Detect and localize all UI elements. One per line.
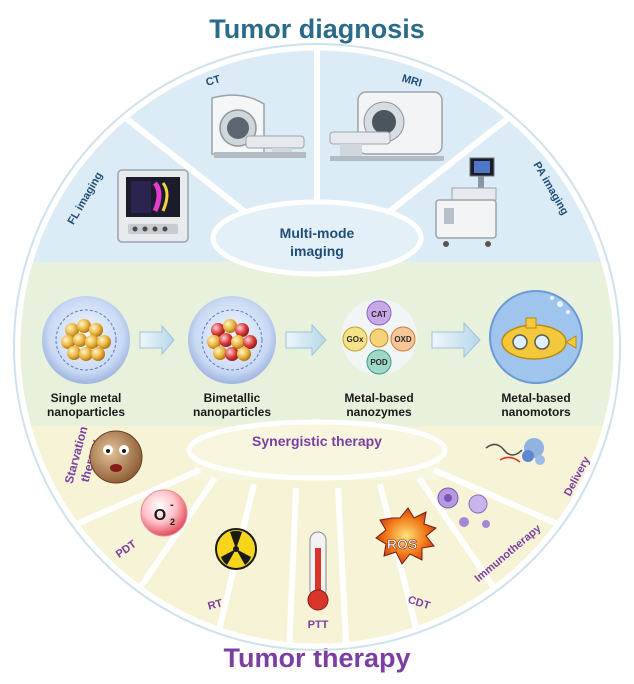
pod-node <box>366 349 392 375</box>
stage-3-label-line1: Metal-based <box>344 391 413 405</box>
diagnosis-dividers <box>116 48 518 225</box>
mri-label: MRI <box>400 73 423 90</box>
radiation-icon <box>215 528 257 570</box>
tumor-diagnosis-title: Tumor diagnosis <box>209 14 425 44</box>
stage-3-label-line2: nanozymes <box>346 405 412 419</box>
multi-mode-label: Multi-mode <box>280 225 355 241</box>
o2-subscript: 2 <box>170 517 175 527</box>
stage-4-label-line1: Metal-based <box>501 391 570 405</box>
single-metal-nanoparticle-icon <box>42 296 130 384</box>
oxd-label: OXD <box>394 335 412 344</box>
delivery-icon <box>485 438 545 465</box>
immune-cells-icon <box>437 487 490 528</box>
oxd-node <box>390 326 416 352</box>
stage-4-label-line2: nanomotors <box>501 405 571 419</box>
ct-label: CT <box>204 73 222 89</box>
multi-mode-hub <box>210 199 424 277</box>
superoxide-icon: O 2 - <box>140 489 188 537</box>
mri-scanner-icon <box>329 91 444 161</box>
gox-label: GOx <box>347 335 364 344</box>
rt-label: RT <box>207 597 225 612</box>
ros-label: ROS <box>387 536 417 552</box>
cat-node <box>366 300 392 326</box>
cat-label: CAT <box>371 310 387 319</box>
bimetallic-nanoparticle-icon <box>188 296 276 384</box>
stage-1-label-line1: Single metal <box>51 391 122 405</box>
fl-imaging-device-icon <box>117 169 189 243</box>
stage-2-label-line2: nanoparticles <box>193 405 271 419</box>
nanomotor-icon <box>489 290 583 384</box>
ct-scanner-icon <box>211 94 306 158</box>
ros-explosion-icon: ROS <box>375 507 438 565</box>
ptt-label: PTT <box>308 619 329 631</box>
o2-symbol: O <box>154 507 166 524</box>
o2-charge: - <box>170 499 174 511</box>
stage-2-label-line1: Bimetallic <box>204 391 261 405</box>
nanozyme-icon: CAT GOx OXD POD <box>341 299 417 375</box>
thermometer-icon <box>307 531 329 611</box>
pod-label: POD <box>370 358 388 367</box>
arrow-3-icon <box>431 321 481 359</box>
pa-imaging-device-icon <box>435 157 497 247</box>
stage-1-label-line2: nanoparticles <box>47 405 125 419</box>
gox-node <box>342 326 368 352</box>
synergistic-therapy-label: Synergistic therapy <box>252 433 382 449</box>
arrow-1-icon <box>139 324 175 356</box>
arrow-2-icon <box>285 323 327 357</box>
imaging-label: imaging <box>290 243 344 259</box>
therapy-fan <box>38 419 596 646</box>
starvation-cell-icon <box>89 430 143 484</box>
